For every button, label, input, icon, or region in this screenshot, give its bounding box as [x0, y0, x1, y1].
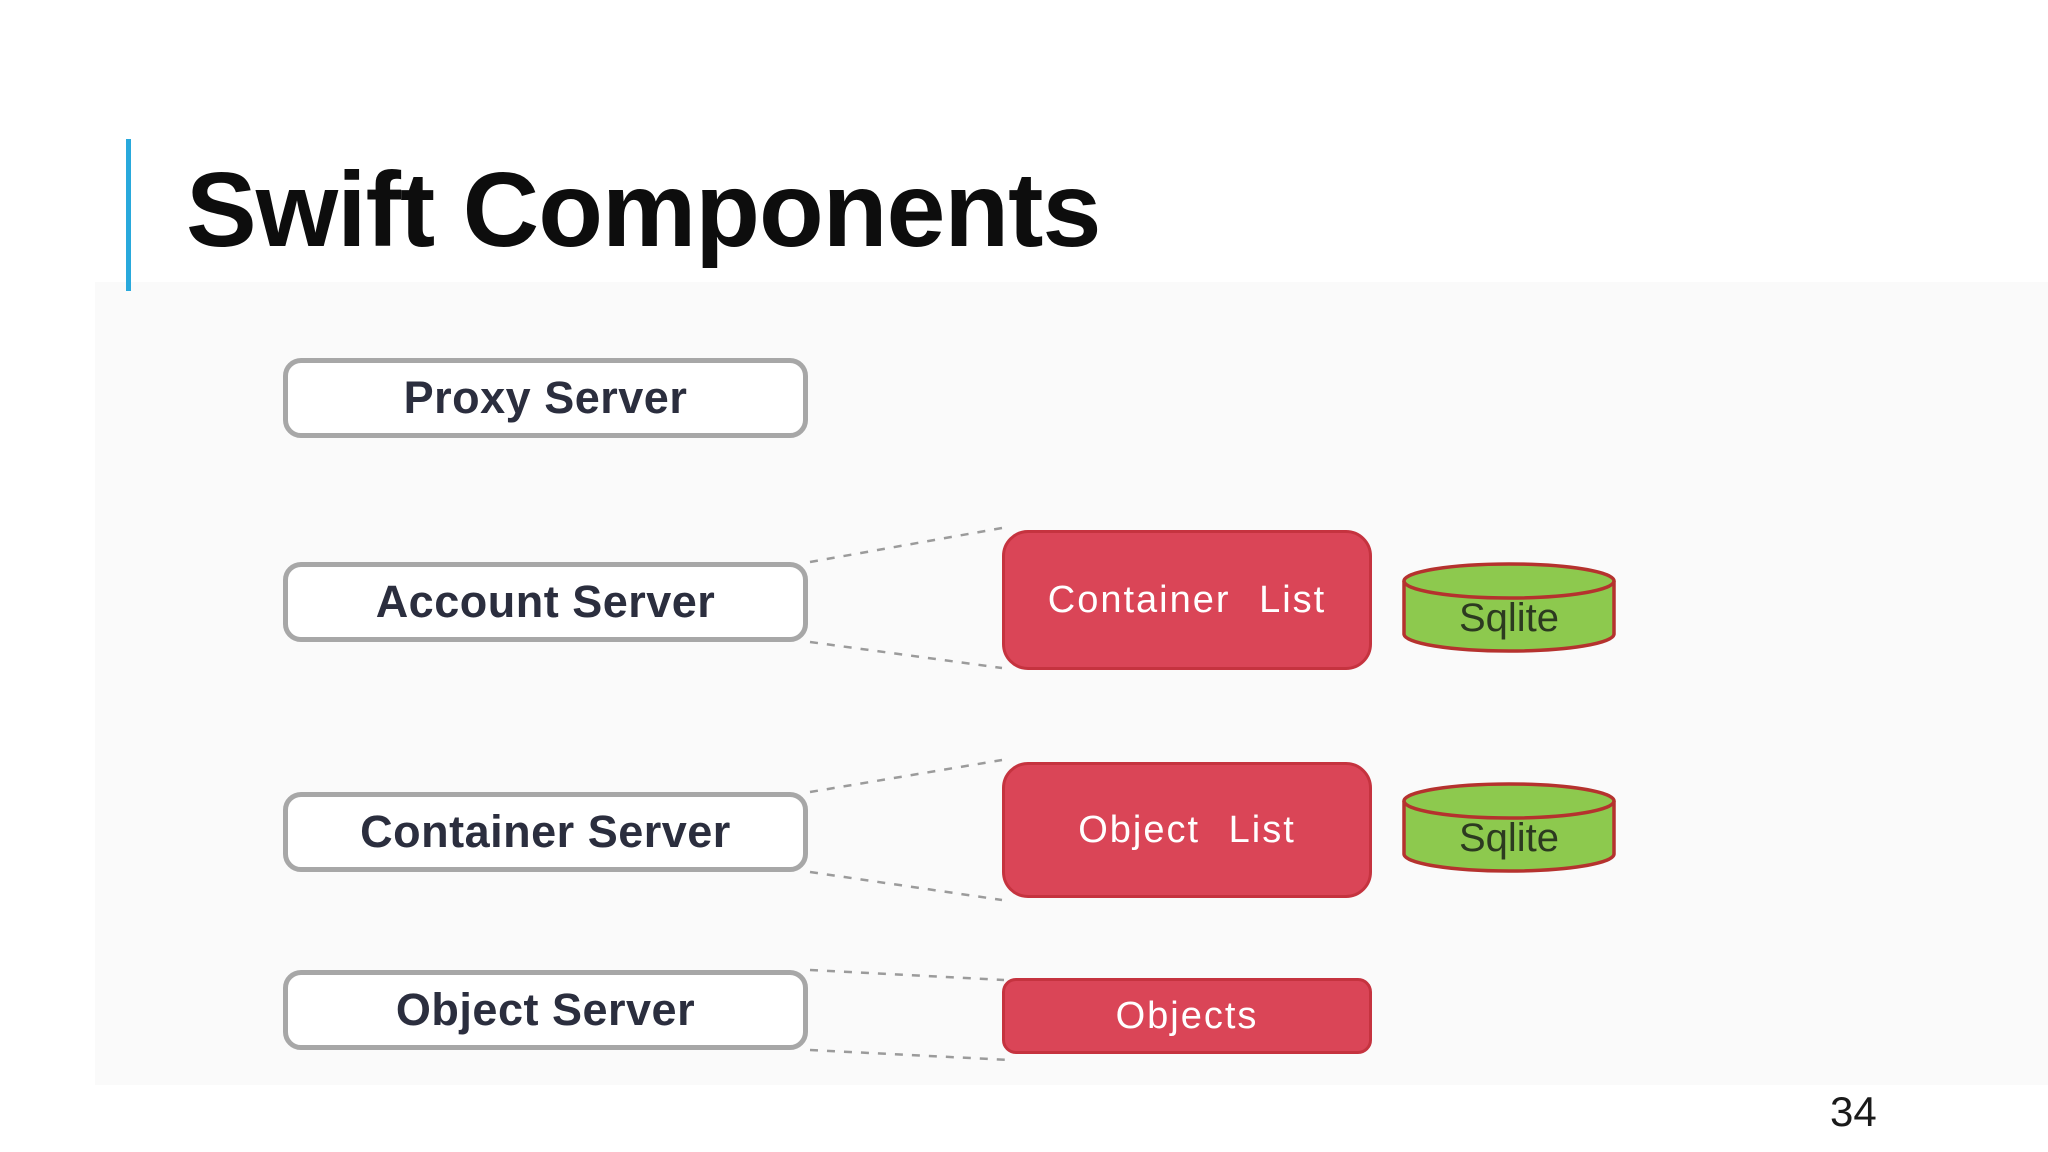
server-box-object: Object Server [283, 970, 808, 1050]
store-box-container-list-label: Container List [1047, 578, 1327, 621]
sqlite-database-cylinder [1402, 562, 1616, 653]
store-box-object-list-label: Object List [1078, 808, 1296, 851]
server-box-proxy-label: Proxy Server [403, 372, 688, 423]
page-title: Swift Components [186, 151, 1101, 269]
title-accent-bar [126, 139, 131, 291]
store-box-objects-label: Objects [1115, 994, 1259, 1037]
store-box-objects: Objects [1002, 978, 1372, 1054]
page-number: 34 [1830, 1088, 1877, 1135]
server-box-proxy: Proxy Server [283, 358, 808, 438]
store-box-object-list: Object List [1002, 762, 1372, 898]
server-box-container-label: Container Server [360, 806, 731, 857]
server-box-container: Container Server [283, 792, 808, 872]
server-box-object-label: Object Server [395, 984, 696, 1035]
server-box-account-label: Account Server [375, 576, 716, 627]
sqlite-database-label: Sqlite [1458, 596, 1560, 640]
server-box-account: Account Server [283, 562, 808, 642]
sqlite-database-cylinder [1402, 782, 1616, 873]
sqlite-database-label: Sqlite [1458, 816, 1560, 860]
store-box-container-list: Container List [1002, 530, 1372, 670]
